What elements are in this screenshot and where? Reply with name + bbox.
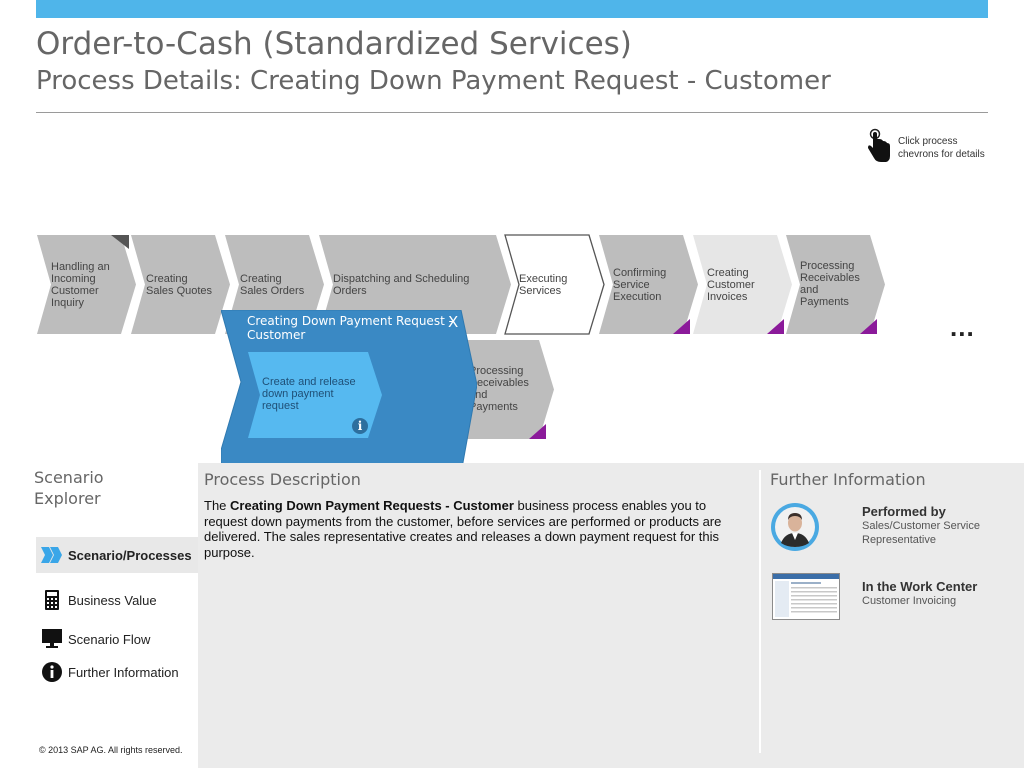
chevron-executing-services[interactable]: Executing Services (504, 234, 605, 335)
chevron-shape (225, 235, 324, 334)
chevron-label: Creating Sales Orders (240, 273, 305, 297)
chevron-label: Creating Customer Invoices (707, 267, 755, 303)
process-description-text: The Creating Down Payment Requests - Cus… (204, 498, 722, 560)
chevron-creating-sales-orders[interactable]: Creating Sales Orders (225, 235, 325, 334)
calculator-icon (36, 588, 68, 612)
performed-by-heading: Performed by (862, 504, 946, 519)
chevron-label: Processing Receivables and Payments (469, 365, 529, 413)
chevron-shape (786, 235, 885, 334)
nav-further-information[interactable]: Further Information (36, 654, 198, 690)
chevron-label: Confirming Service Execution (613, 267, 667, 303)
avatar (771, 503, 819, 551)
chevron-shape (599, 235, 698, 334)
page-title: Order-to-Cash (Standardized Services) (36, 26, 632, 62)
chevron-handling-inquiry[interactable]: Handling an Incoming Customer Inquiry (37, 235, 137, 334)
step-label: Create and release down payment request (262, 376, 356, 412)
work-center-value: Customer Invoicing (862, 595, 957, 607)
chevron-shape (131, 235, 230, 334)
chevron-label: Dispatching and Scheduling Orders (333, 273, 470, 297)
chevron-confirming-service-execution[interactable]: Confirming Service Execution (599, 235, 699, 334)
chevron-shape (504, 234, 605, 335)
nav-business-value[interactable]: Business Value (36, 582, 198, 618)
hint-text: Click process chevrons for details (898, 136, 985, 160)
chevron-label: Handling an Incoming Customer Inquiry (51, 261, 110, 309)
pointing-hand-icon (868, 128, 890, 162)
chevron-shape (455, 340, 554, 439)
screenshot-thumbnail-icon (773, 574, 839, 617)
chevron-label: Processing Receivables and Payments (800, 260, 860, 308)
chevron-shape (319, 235, 511, 334)
chevron-dispatching-scheduling[interactable]: Dispatching and Scheduling Orders (319, 235, 512, 334)
work-center-heading: In the Work Center (862, 579, 978, 594)
process-description-title: Process Description (204, 470, 361, 489)
chevron-shape (37, 235, 136, 334)
step-create-release-down-payment[interactable] (248, 352, 383, 438)
chevron-processing-receivables[interactable]: Processing Receivables and Payments (786, 235, 886, 334)
more-chevrons-button[interactable]: ... (950, 312, 975, 342)
popup-close-button[interactable]: X (448, 313, 459, 331)
panel-separator (759, 470, 761, 753)
chevron-label: Executing Services (519, 273, 568, 297)
nav-scenario-processes[interactable]: Scenario/Processes (36, 537, 198, 573)
popup-title: Creating Down Payment Request - Customer (247, 314, 453, 342)
chevron-label: Creating Sales Quotes (146, 273, 213, 297)
chevron-shape (693, 235, 792, 334)
scenario-explorer-title: Scenario Explorer (34, 468, 104, 508)
scenario-explorer-panel (0, 462, 198, 768)
person-photo-icon (775, 507, 815, 547)
further-information-title: Further Information (770, 470, 926, 489)
chevron-creating-customer-invoices[interactable]: Creating Customer Invoices (693, 235, 793, 334)
top-accent-bar (36, 0, 988, 18)
step-chevron-shape (248, 352, 382, 438)
info-icon (36, 660, 68, 684)
double-chevron-icon (36, 543, 68, 567)
monitor-icon (36, 627, 68, 651)
copyright-notice: © 2013 SAP AG. All rights reserved. (39, 745, 183, 755)
performed-by-value: Sales/Customer Service Representative (862, 520, 980, 546)
details-panel (198, 463, 1024, 768)
page-subtitle: Process Details: Creating Down Payment R… (36, 66, 831, 96)
chevron-processing-receivables-row2[interactable]: Processing Receivables and Payments (455, 340, 555, 439)
header-divider (36, 112, 988, 113)
nav-scenario-flow[interactable]: Scenario Flow (36, 621, 198, 657)
chevron-creating-sales-quotes[interactable]: Creating Sales Quotes (131, 235, 231, 334)
step-info-icon[interactable]: i (352, 418, 368, 434)
work-center-screenshot (772, 573, 840, 620)
